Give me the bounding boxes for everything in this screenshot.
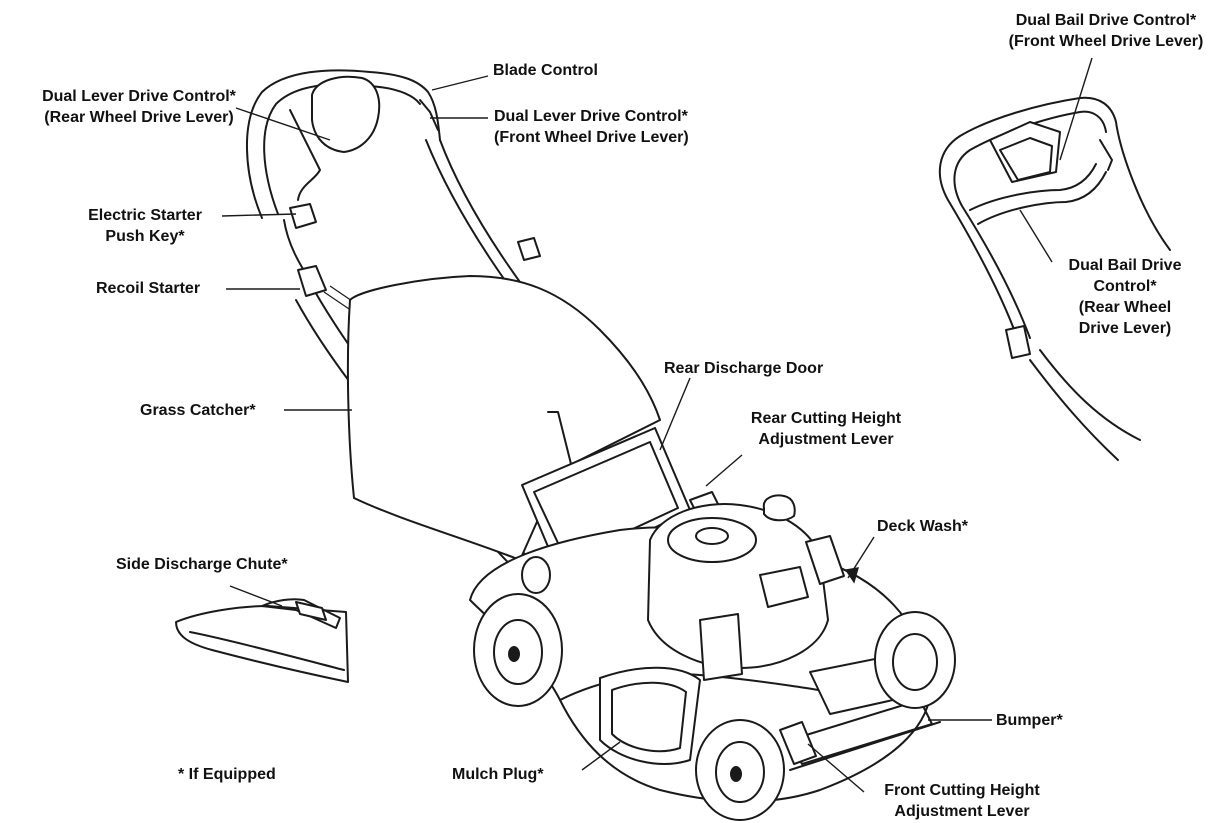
label-dual-bail-front-line1: Dual Bail Drive Control*: [1015, 12, 1197, 29]
label-dual-lever-rear-line2: (Rear Wheel Drive Lever): [44, 109, 234, 126]
label-grass-catcher: Grass Catcher*: [140, 400, 256, 421]
label-side-discharge-chute: Side Discharge Chute*: [116, 554, 288, 575]
side-discharge-chute: [175, 598, 349, 683]
dual-bail-handle-inset: [938, 96, 1171, 461]
label-blade-control-text: Blade Control: [493, 62, 598, 79]
label-rear-discharge-door: Rear Discharge Door: [664, 358, 823, 379]
label-recoil-starter: Recoil Starter: [96, 278, 200, 299]
label-front-cutting-height-line2: Adjustment Lever: [894, 803, 1030, 820]
label-electric-starter: Electric Starter Push Key*: [70, 205, 220, 247]
label-dual-lever-front: Dual Lever Drive Control* (Front Wheel D…: [494, 106, 689, 148]
label-dual-bail-rear-line1: Dual Bail Drive: [1068, 257, 1182, 274]
label-mulch-plug-text: Mulch Plug*: [452, 766, 544, 783]
mower-engine: [647, 494, 845, 681]
label-bumper: Bumper*: [996, 710, 1063, 731]
label-dual-bail-rear-line4: Drive Lever): [1078, 320, 1172, 337]
footnote-if-equipped: * If Equipped: [178, 764, 276, 785]
label-mulch-plug: Mulch Plug*: [452, 764, 544, 785]
label-grass-catcher-text: Grass Catcher*: [140, 402, 256, 419]
label-dual-bail-rear-line3: (Rear Wheel: [1078, 299, 1172, 316]
label-dual-lever-rear-line1: Dual Lever Drive Control*: [42, 88, 236, 105]
label-dual-lever-rear: Dual Lever Drive Control* (Rear Wheel Dr…: [4, 86, 274, 128]
label-dual-bail-rear: Dual Bail Drive Control* (Rear Wheel Dri…: [1050, 255, 1200, 339]
label-side-discharge-chute-text: Side Discharge Chute*: [116, 556, 288, 573]
label-recoil-starter-text: Recoil Starter: [96, 280, 201, 297]
label-dual-lever-front-line2: (Front Wheel Drive Lever): [494, 129, 689, 146]
label-front-cutting-height-line1: Front Cutting Height: [884, 782, 1040, 799]
label-rear-cutting-height: Rear Cutting Height Adjustment Lever: [726, 408, 926, 450]
label-rear-cutting-height-line1: Rear Cutting Height: [750, 410, 902, 427]
label-rear-discharge-door-text: Rear Discharge Door: [664, 360, 824, 377]
label-deck-wash: Deck Wash*: [877, 516, 968, 537]
leader-lines: [221, 57, 1093, 793]
label-bumper-text: Bumper*: [996, 712, 1063, 729]
label-deck-wash-text: Deck Wash*: [877, 518, 968, 535]
label-dual-bail-front: Dual Bail Drive Control* (Front Wheel Dr…: [986, 10, 1226, 52]
label-electric-starter-line1: Electric Starter: [88, 207, 202, 224]
label-front-cutting-height: Front Cutting Height Adjustment Lever: [862, 780, 1062, 822]
label-dual-bail-front-line2: (Front Wheel Drive Lever): [1008, 33, 1204, 50]
label-dual-lever-front-line1: Dual Lever Drive Control*: [494, 108, 688, 125]
mower-wheels: [473, 556, 956, 821]
label-blade-control: Blade Control: [493, 60, 598, 81]
footnote-text: * If Equipped: [178, 766, 276, 783]
label-electric-starter-line2: Push Key*: [105, 228, 185, 245]
label-rear-cutting-height-line2: Adjustment Lever: [758, 431, 894, 448]
label-dual-bail-rear-line2: Control*: [1093, 278, 1157, 295]
